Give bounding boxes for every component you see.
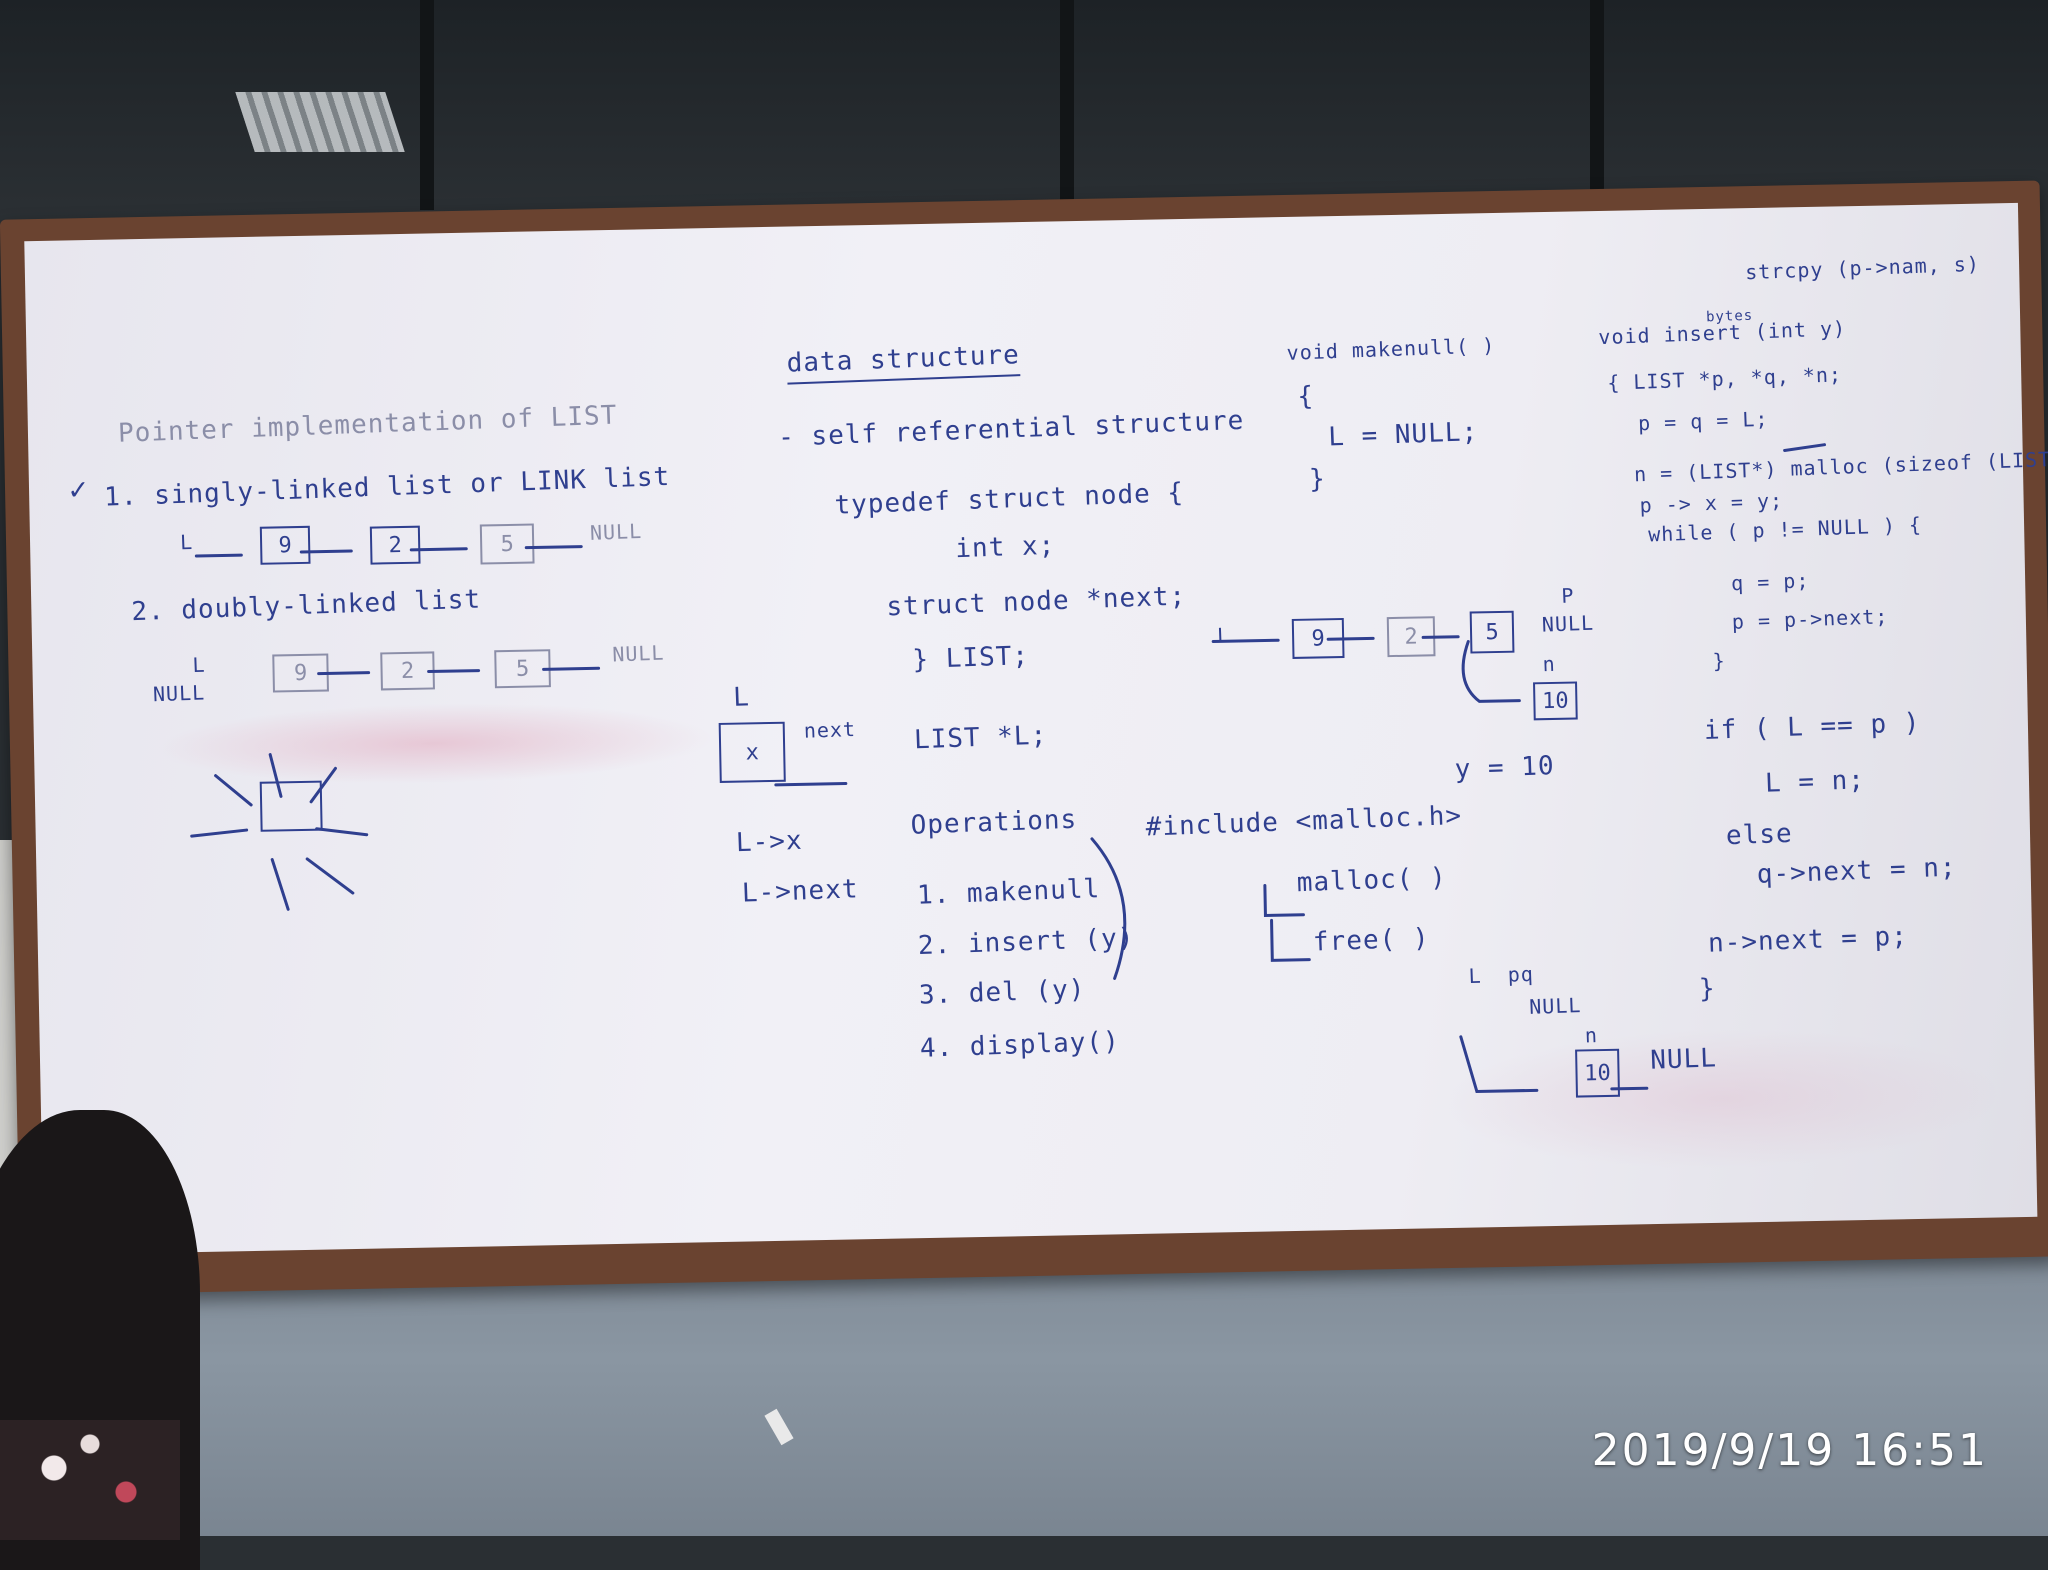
- arrow: [305, 857, 355, 895]
- arrow: [214, 774, 253, 807]
- arrow: [270, 858, 290, 911]
- underline: [1783, 443, 1827, 452]
- arrow: [1270, 918, 1311, 962]
- arrow: [427, 669, 481, 674]
- arrow: [315, 827, 369, 837]
- wall-lower: [0, 1240, 2048, 1536]
- arrow: [1459, 1035, 1539, 1094]
- arrow: [194, 553, 243, 558]
- brace-curve: [1090, 837, 1127, 980]
- window-divider: [1590, 0, 1604, 210]
- arrow: [774, 782, 848, 787]
- arrow: [268, 753, 283, 798]
- window-divider: [1060, 0, 1074, 210]
- pen-strokes: [190, 443, 1827, 1094]
- arrow: [190, 828, 249, 838]
- arrow: [1263, 884, 1305, 918]
- arrow: [317, 671, 371, 676]
- arrow: [309, 766, 337, 804]
- arrow: [1461, 640, 1521, 703]
- wall-top: [0, 0, 2048, 220]
- arrow: [1610, 1086, 1649, 1091]
- window-divider: [420, 0, 434, 210]
- arrow: [1211, 638, 1280, 643]
- photo-timestamp: 2019/9/19 16:51: [1591, 1425, 1988, 1476]
- arrow: [524, 545, 583, 550]
- arrow: [542, 666, 601, 671]
- arrow: [1421, 635, 1460, 639]
- person-shirt: [0, 1420, 180, 1540]
- arrow: [1326, 636, 1375, 641]
- arrow: [299, 549, 353, 554]
- arrow: [409, 547, 468, 552]
